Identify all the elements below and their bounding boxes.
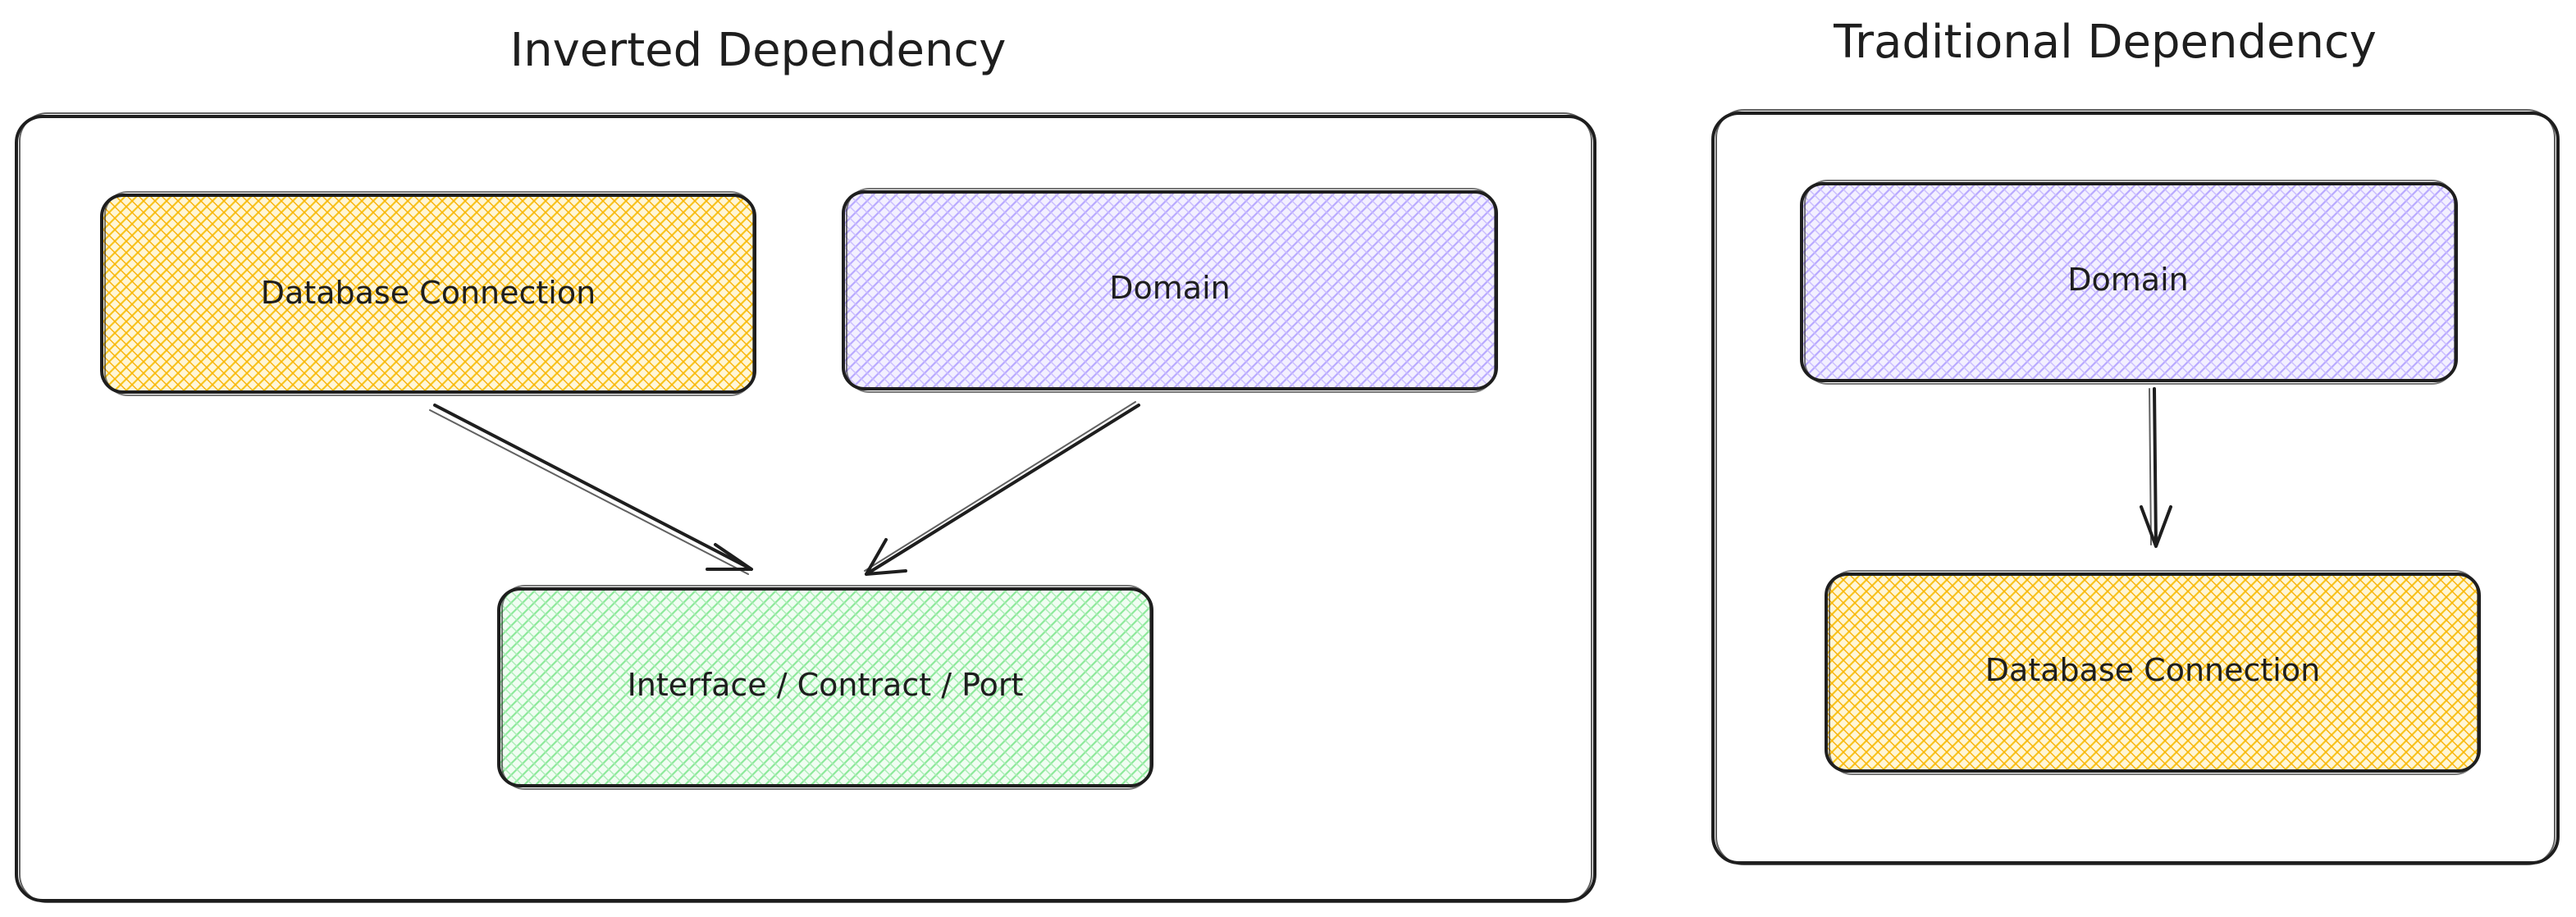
traditional-database-label: Database Connection [1985, 652, 2320, 688]
inverted-title: Inverted Dependency [510, 24, 1007, 77]
arrow-domain-to-port [864, 401, 1140, 576]
inverted-port-label: Interface / Contract / Port [628, 667, 1024, 703]
inverted-domain-label: Domain [1109, 270, 1230, 306]
arrow-database-to-port [429, 404, 753, 575]
inverted-database-box: Database Connection [100, 191, 756, 396]
traditional-domain-label: Domain [2067, 262, 2188, 298]
traditional-database-box: Database Connection [1825, 570, 2481, 775]
traditional-frame [1711, 109, 2560, 865]
inverted-database-label: Database Connection [261, 275, 596, 311]
inverted-port-box: Interface / Contract / Port [497, 585, 1153, 790]
arrow-domain-to-database [2140, 387, 2172, 548]
traditional-domain-box: Domain [1800, 180, 2458, 385]
traditional-title: Traditional Dependency [1833, 16, 2377, 69]
inverted-frame [15, 112, 1596, 903]
inverted-domain-box: Domain [842, 188, 1498, 393]
